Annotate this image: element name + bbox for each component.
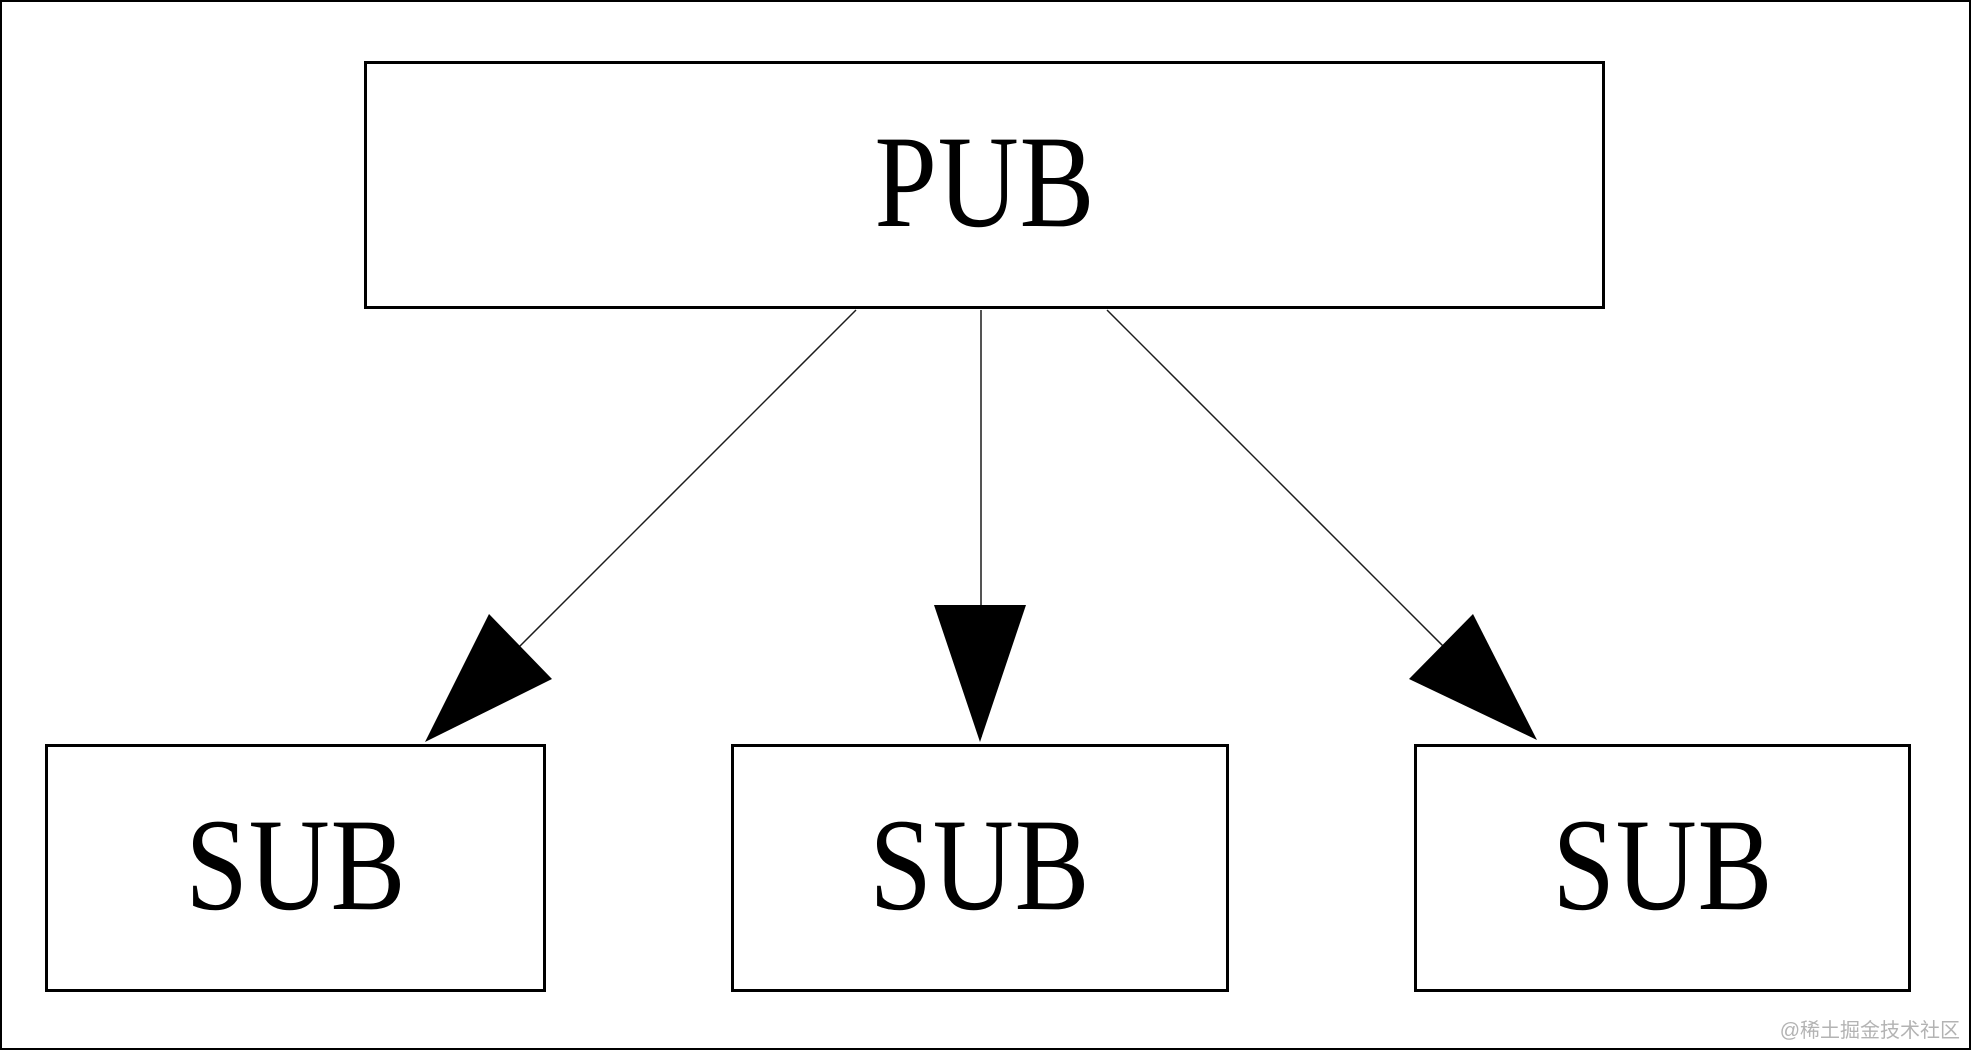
node-pub-label: PUB xyxy=(874,108,1095,255)
watermark-text: @稀土掘金技术社区 xyxy=(1779,1020,1960,1042)
node-pub: PUB xyxy=(364,61,1605,309)
arrowhead-pub-to-sub-1-icon xyxy=(425,614,552,742)
node-sub-2: SUB xyxy=(731,744,1229,992)
node-sub-3: SUB xyxy=(1414,744,1911,992)
node-sub-2-label: SUB xyxy=(869,791,1091,938)
arrowhead-pub-to-sub-3-icon xyxy=(1409,614,1537,740)
node-sub-3-label: SUB xyxy=(1552,791,1773,938)
node-sub-1: SUB xyxy=(45,744,546,992)
arrowhead-pub-to-sub-2-icon xyxy=(934,605,1026,742)
node-sub-1-label: SUB xyxy=(185,791,406,938)
